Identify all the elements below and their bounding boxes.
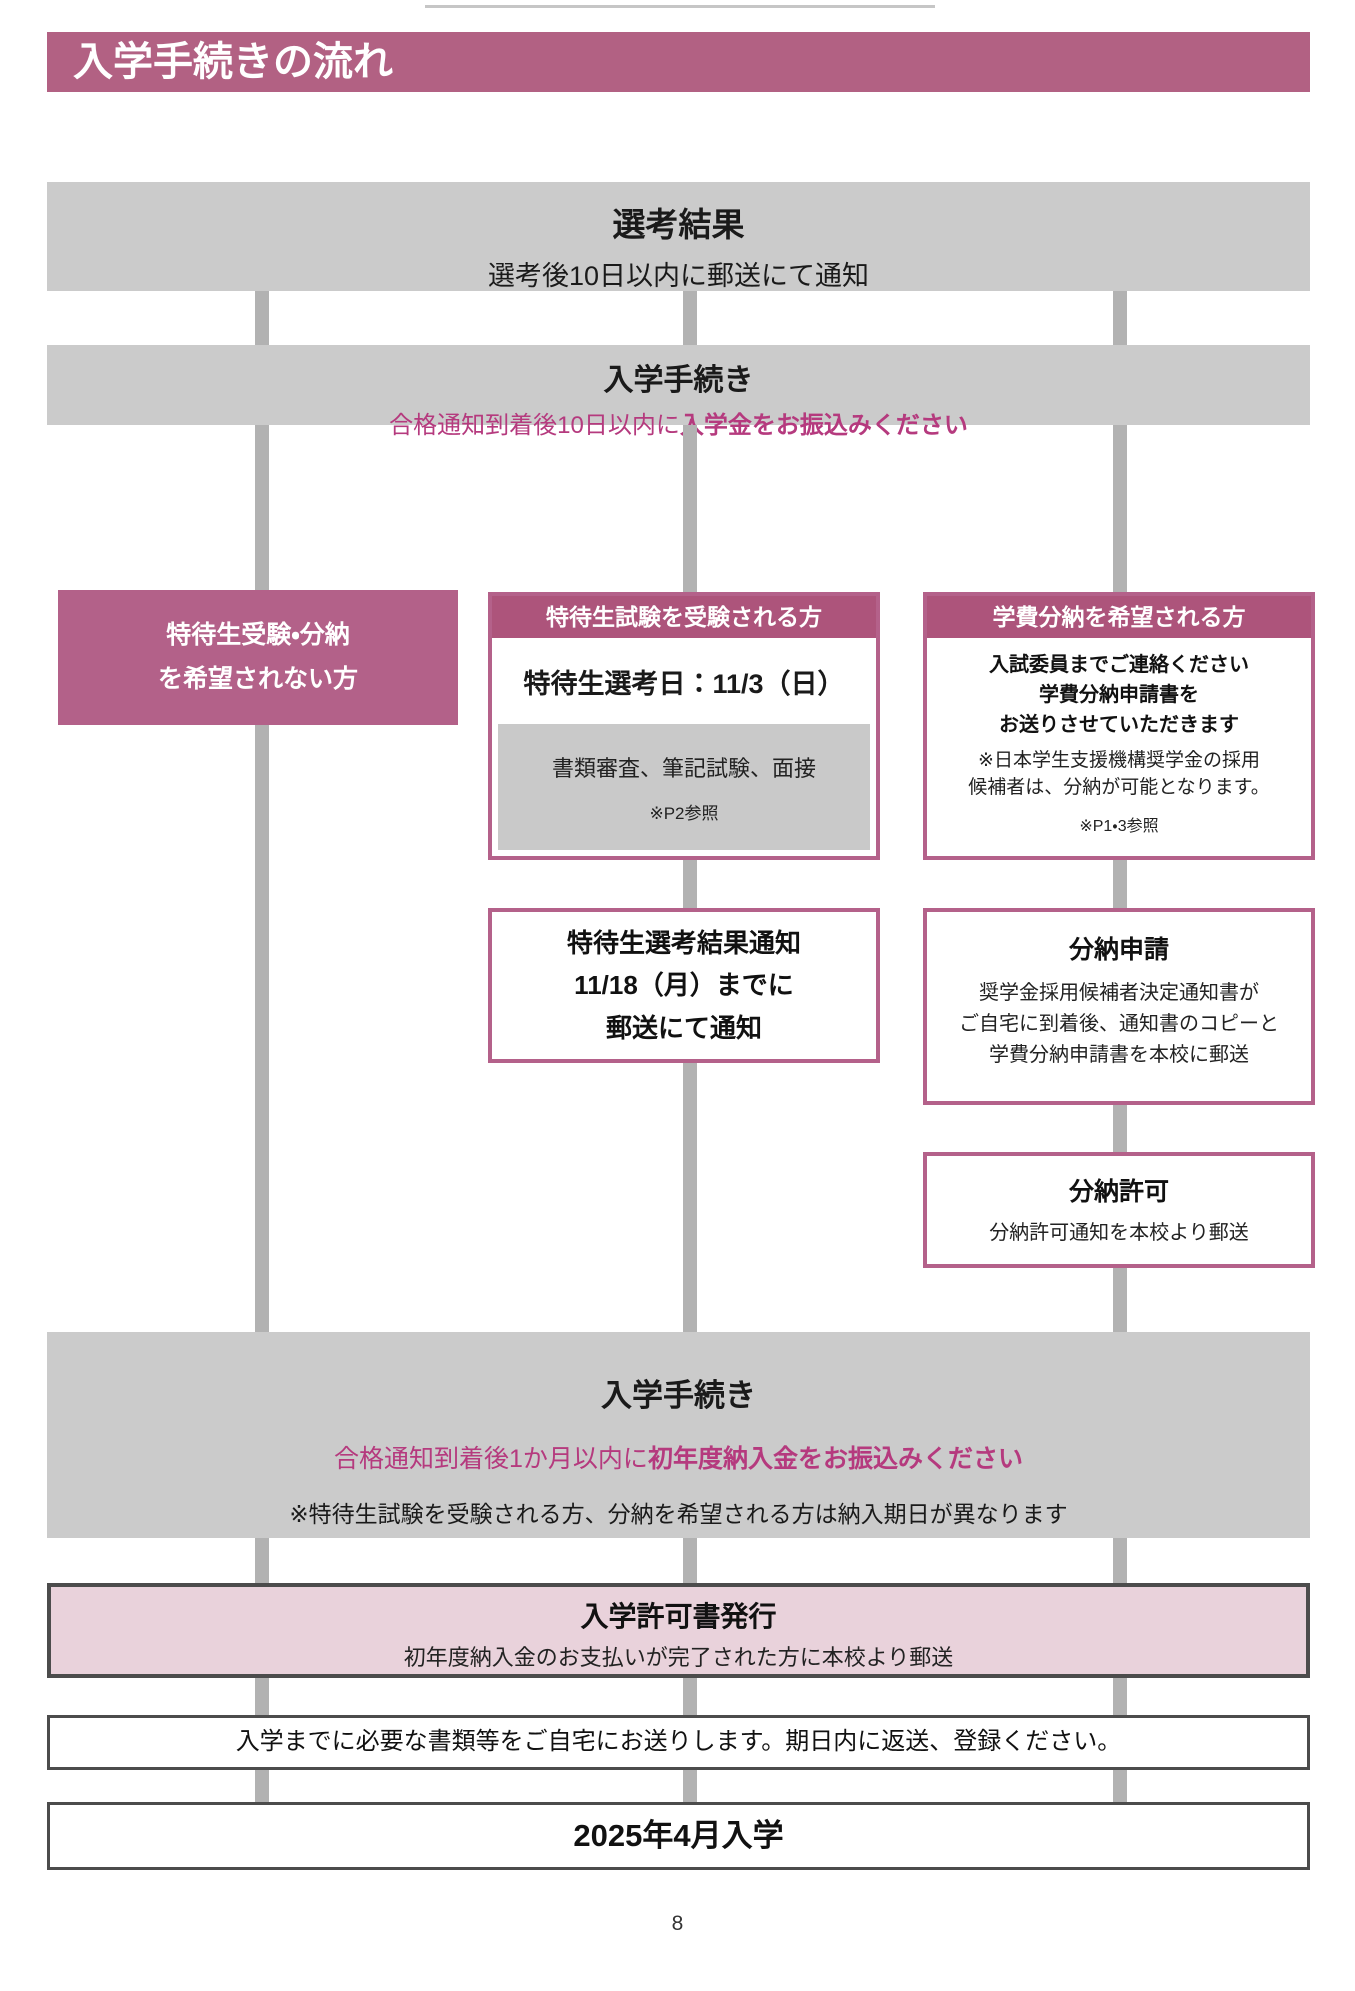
installment-application-box: 分納申請 奨学金採用候補者決定通知書が ご自宅に到着後、通知書のコピーと 学費分… bbox=[923, 908, 1315, 1105]
selection-result-box: 選考結果 選考後10日以内に郵送にて通知 bbox=[47, 182, 1310, 291]
installment-application-line1: 奨学金採用候補者決定通知書が bbox=[979, 982, 1259, 1004]
installment-contact: 入試委員までご連絡ください 学費分納申請書を お送りさせていただきます ※日本学… bbox=[927, 638, 1311, 856]
no-scholarship-line1: 特待生受験・分納 bbox=[166, 620, 350, 649]
connector-line bbox=[255, 1678, 269, 1715]
connector-line bbox=[1113, 425, 1127, 592]
enrollment-procedure-box-1: 入学手続き 合格通知到着後10日以内に入学金をお振込みください bbox=[47, 345, 1310, 439]
scholarship-exam-header: 特待生試験を受験される方 bbox=[492, 596, 876, 638]
connector-line bbox=[683, 1770, 697, 1802]
connector-line bbox=[683, 860, 697, 908]
installment-contact-line2: 学費分納申請書を bbox=[1039, 684, 1199, 706]
page-title: 入学手続きの流れ bbox=[47, 32, 1310, 92]
selection-result-body: 選考後10日以内に郵送にて通知 bbox=[487, 261, 870, 291]
connector-line bbox=[1113, 1538, 1127, 1583]
scholarship-exam-box: 特待生試験を受験される方 特待生選考日：11/3（日） 書類審査、筆記試験、面接… bbox=[488, 592, 880, 860]
scan-artifact-line bbox=[425, 5, 935, 8]
connector-line bbox=[1113, 1268, 1127, 1332]
connector-line bbox=[255, 425, 269, 590]
procedure2-notice-prefix: 合格通知到着後1か月以内に bbox=[334, 1445, 648, 1473]
connector-line bbox=[1113, 1770, 1127, 1802]
installment-application-line3: 学費分納申請書を本校に郵送 bbox=[989, 1044, 1249, 1066]
installment-application-line2: ご自宅に到着後、通知書のコピーと bbox=[959, 1013, 1279, 1035]
installment-info-box: 学費分納を希望される方 入試委員までご連絡ください 学費分納申請書を お送りさせ… bbox=[923, 592, 1315, 860]
installment-contact-line1: 入試委員までご連絡ください bbox=[989, 654, 1249, 676]
scholarship-exam-date: 特待生選考日：11/3（日） bbox=[523, 668, 845, 699]
procedure1-notice-bold: 入学金をお振込みください bbox=[679, 412, 968, 439]
installment-note-line2: 候補者は、分納が可能となります。 bbox=[968, 776, 1270, 798]
no-scholarship-box: 特待生受験・分納 を希望されない方 bbox=[58, 590, 458, 725]
procedure2-notice-bold: 初年度納入金をお振込みください bbox=[647, 1445, 1023, 1473]
connector-line bbox=[1113, 1678, 1127, 1715]
selection-result-title: 選考結果 bbox=[612, 206, 745, 243]
connector-line bbox=[255, 291, 269, 345]
scholarship-result-lines: 特待生選考結果通知 11/18（月）までに 郵送にて通知 bbox=[567, 922, 801, 1048]
scholarship-exam-ref: ※P2参照 bbox=[649, 803, 719, 823]
installment-ref: ※P1・3参照 bbox=[1079, 817, 1159, 835]
installment-permission-title: 分納許可 bbox=[1068, 1177, 1169, 1206]
enrollment-date-box: 2025年4月入学 bbox=[47, 1802, 1310, 1870]
connector-line bbox=[255, 1538, 269, 1583]
connector-line bbox=[1113, 291, 1127, 345]
procedure2-title: 入学手続き bbox=[601, 1378, 756, 1413]
installment-permission-box: 分納許可 分納許可通知を本校より郵送 bbox=[923, 1152, 1315, 1268]
installment-header: 学費分納を希望される方 bbox=[927, 596, 1311, 638]
connector-line bbox=[683, 291, 697, 345]
scholarship-result-box: 特待生選考結果通知 11/18（月）までに 郵送にて通知 bbox=[488, 908, 880, 1063]
connector-line bbox=[1113, 1105, 1127, 1152]
admission-permit-body: 初年度納入金のお支払いが完了された方に本校より郵送 bbox=[403, 1645, 954, 1670]
installment-note-line1: ※日本学生支援機構奨学金の採用 bbox=[978, 750, 1260, 771]
installment-permission-body: 分納許可通知を本校より郵送 bbox=[989, 1221, 1249, 1244]
page-number: 8 bbox=[671, 1912, 684, 1935]
no-scholarship-line2: を希望されない方 bbox=[157, 664, 358, 693]
connector-line bbox=[683, 1063, 697, 1332]
connector-line bbox=[255, 1770, 269, 1802]
documents-box: 入学までに必要な書類等をご自宅にお送りします。期日内に返送、登録ください。 bbox=[47, 1715, 1310, 1770]
installment-application-title: 分納申請 bbox=[1068, 936, 1169, 964]
procedure1-title: 入学手続き bbox=[603, 364, 754, 397]
procedure1-notice-prefix: 合格通知到着後10日以内に bbox=[389, 412, 680, 439]
procedure1-notice: 合格通知到着後10日以内に入学金をお振込みください bbox=[47, 405, 1310, 440]
admission-permit-box: 入学許可書発行 初年度納入金のお支払いが完了された方に本校より郵送 bbox=[47, 1583, 1310, 1678]
scholarship-result-line3: 郵送にて通知 bbox=[605, 1012, 762, 1043]
installment-application-body: 奨学金採用候補者決定通知書が ご自宅に到着後、通知書のコピーと 学費分納申請書を… bbox=[959, 978, 1279, 1071]
installment-note: ※日本学生支援機構奨学金の採用 候補者は、分納が可能となります。 bbox=[968, 748, 1270, 802]
scholarship-exam-content: 書類審査、筆記試験、面接 bbox=[551, 755, 816, 781]
connector-line bbox=[683, 425, 697, 592]
scholarship-result-line1: 特待生選考結果通知 bbox=[566, 928, 801, 959]
installment-contact-lines: 入試委員までご連絡ください 学費分納申請書を お送りさせていただきます bbox=[989, 650, 1249, 740]
connector-line bbox=[683, 1678, 697, 1715]
installment-contact-line3: お送りさせていただきます bbox=[999, 714, 1239, 736]
admission-permit-title: 入学許可書発行 bbox=[580, 1601, 777, 1632]
enrollment-procedure-box-2: 入学手続き 合格通知到着後1か月以内に初年度納入金をお振込みください ※特待生試… bbox=[47, 1332, 1310, 1538]
connector-line bbox=[255, 725, 269, 1332]
connector-line bbox=[683, 1538, 697, 1583]
scholarship-exam-detail: 書類審査、筆記試験、面接 ※P2参照 bbox=[498, 724, 870, 850]
procedure2-note: ※特待生試験を受験される方、分納を希望される方は納入期日が異なります bbox=[289, 1501, 1068, 1527]
connector-line bbox=[1113, 860, 1127, 908]
procedure2-notice: 合格通知到着後1か月以内に初年度納入金をお振込みください bbox=[47, 1439, 1310, 1475]
scholarship-result-line2: 11/18（月）までに bbox=[574, 970, 794, 1001]
